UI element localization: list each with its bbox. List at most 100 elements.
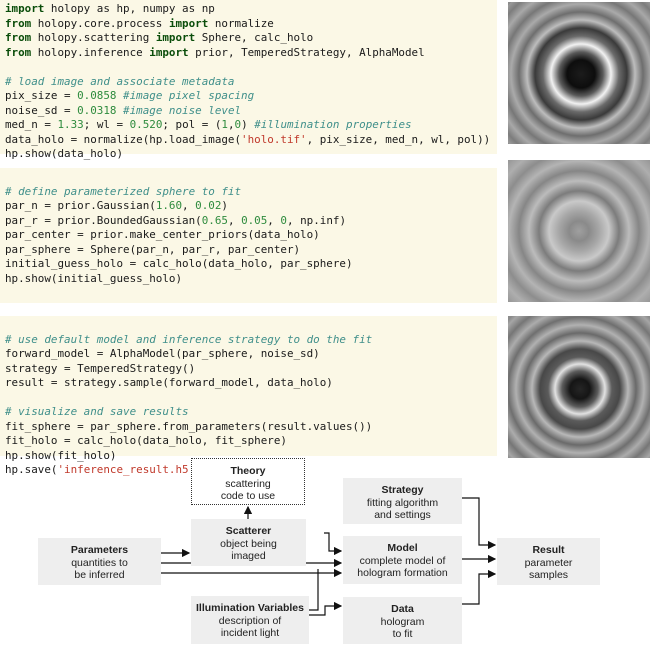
code-token: hp.save( [5,463,58,476]
code-token: # use default model and inference strate… [5,332,373,346]
initial-guess-hologram-image [508,160,650,302]
code-token: 0.520 [129,118,163,131]
code-token: from [5,31,32,44]
theory-title: Theory [230,465,266,477]
data-box: Data hologram to fit [343,597,462,644]
code-token: # define parameterized sphere to fit [5,184,242,198]
strategy-box: Strategy fitting algorithm and settings [343,478,462,524]
model-title: Model [387,542,418,554]
code-token: 0.05 [241,213,268,227]
code-line [5,318,492,333]
illumination-box: Illumination Variables description of in… [191,596,309,644]
code-token: result = strategy.sample(forward_model, … [5,376,333,389]
code-token: # visualize and save results [5,405,189,418]
code-line [5,170,492,185]
code-token: from [5,16,32,30]
code-line: med_n = 1.33; wl = 0.520; pol = (1,0) #i… [5,118,492,133]
result-desc-2: samples [528,569,569,581]
code-line [5,60,492,75]
code-line: par_r = prior.BoundedGaussian(0.65, 0.05… [5,214,492,229]
data-desc-1: hologram [380,615,425,628]
code-token: 0.02 [195,199,222,212]
arrow-illumination-model-line [309,569,319,611]
theory-desc-2: code to use [220,490,276,502]
code-token: 0.0318 [77,103,117,117]
code-token: par_center = prior.make_center_priors(da… [5,228,320,241]
code-block-fit: # use default model and inference strate… [0,316,497,476]
strategy-desc-1: fitting algorithm [366,496,439,509]
code-line: fit_holo = calc_holo(data_holo, fit_sphe… [5,434,492,449]
illumination-desc-2: incident light [220,627,280,639]
code-token: , [267,213,281,227]
code-token: #illumination properties [254,118,412,131]
code-token: Sphere, calc_holo [195,31,314,44]
theory-desc-1: scattering [225,477,271,490]
code-line: par_n = prior.Gaussian(1.60, 0.02) [5,199,492,214]
parameters-box: Parameters quantities to be inferred [38,538,161,585]
code-token: , [227,118,235,131]
code-line: from holopy.inference import prior, Temp… [5,46,492,61]
code-token: 0 [234,118,242,131]
model-box: Model complete model of hologram formati… [343,536,462,584]
strategy-desc-2: and settings [374,509,431,521]
code-token: holopy.core.process [31,16,169,30]
code-token: holopy.inference [31,45,150,59]
code-token: 'inference_result.h5' [57,463,196,476]
result-desc-1: parameter [524,556,573,569]
code-token: par_r = prior.BoundedGaussian( [5,213,202,227]
code-token: import [149,45,189,59]
code-token: 'holo.tif' [241,132,307,146]
code-line: from holopy.scattering import Sphere, ca… [5,31,492,46]
code-token: 1.60 [155,199,183,212]
code-token: data_holo = normalize(hp.load_image( [5,132,242,146]
scatterer-desc-2: imaged [231,550,266,562]
arrow-scatterer-model [324,532,343,556]
code-token: ) [221,199,228,212]
code-token: #image noise level [123,103,242,117]
data-title: Data [391,603,414,615]
code-token: , np.inf) [286,213,346,227]
parameters-desc-2: be inferred [74,569,125,581]
code-line: from holopy.core.process import normaliz… [5,17,492,32]
diagram-arrows [161,497,497,616]
scatterer-box: Scatterer object being imaged [191,519,306,566]
result-box: Result parameter samples [497,538,600,585]
code-token: #image pixel spacing [123,89,255,102]
code-line: # use default model and inference strate… [5,333,492,348]
data-desc-2: to fit [392,628,413,640]
code-line: result = strategy.sample(forward_model, … [5,376,492,391]
code-token: normalize [208,16,274,30]
illumination-desc-1: description of [218,614,282,627]
code-line: forward_model = AlphaModel(par_sphere, n… [5,347,492,362]
code-token: forward_model = AlphaModel(par_sphere, n… [5,347,320,360]
code-token: , [227,213,242,227]
code-token: # load image and associate metadata [5,74,235,88]
code-line: fit_sphere = par_sphere.from_parameters(… [5,420,492,435]
code-token: strategy = TemperedStrategy() [5,361,196,375]
code-token: 0 [280,213,287,227]
model-desc-1: complete model of [359,554,446,567]
parameters-desc-1: quantities to [71,556,128,569]
code-token: hp.show(fit_holo) [5,448,117,462]
code-token: import [5,2,45,15]
code-line: # define parameterized sphere to fit [5,185,492,200]
code-token: ; pol = ( [162,118,222,131]
code-token: hp.show(data_holo) [5,147,124,160]
code-token: ; wl = [83,118,130,131]
code-token: from [5,45,32,59]
code-line [5,391,492,406]
code-line: par_center = prior.make_center_priors(da… [5,228,492,243]
parameters-title: Parameters [70,544,129,556]
code-line: hp.show(initial_guess_holo) [5,272,492,287]
result-title: Result [532,544,565,556]
code-token: 0.0858 [77,89,117,102]
code-token: import [155,31,196,44]
code-token: par_sphere = Sphere(par_n, par_r, par_ce… [5,242,301,256]
code-token: pix_size = [5,89,78,102]
code-token: ) [241,118,255,131]
code-line: noise_sd = 0.0318 #image noise level [5,104,492,119]
code-token: noise_sd = [5,103,78,117]
code-line: data_holo = normalize(hp.load_image('hol… [5,133,492,148]
